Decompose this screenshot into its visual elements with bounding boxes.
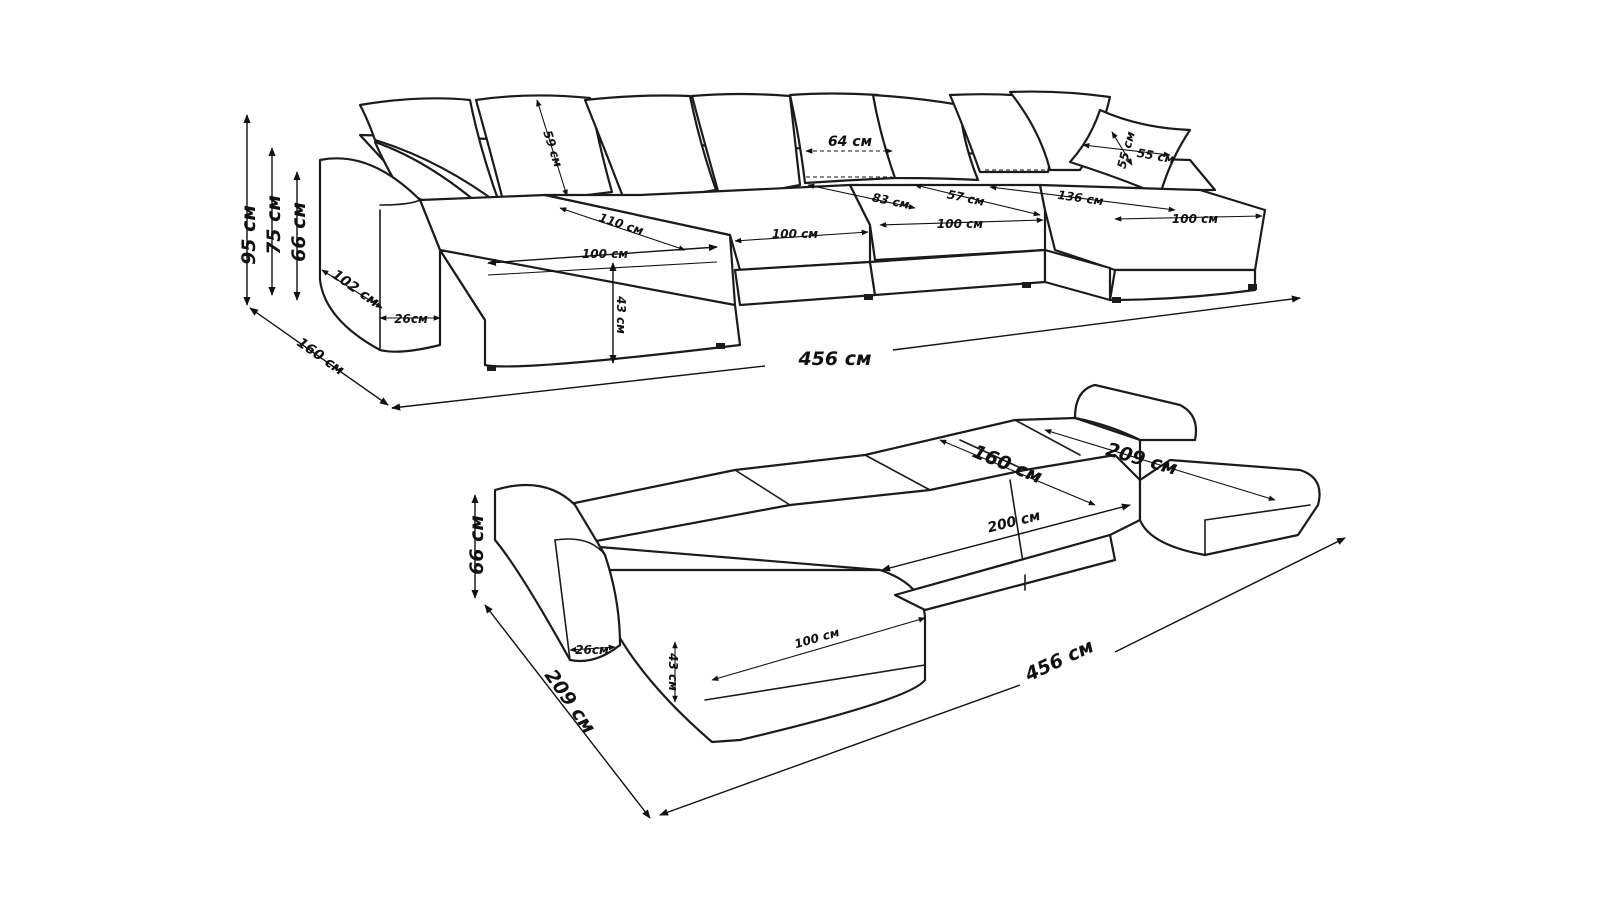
label-bed-seat-height: 43 см [666, 652, 680, 691]
label-height-total: 95 см [238, 205, 260, 265]
label-small-pillow-b: 55 см [1136, 146, 1176, 166]
label-bed-total-length: 456 см [1021, 635, 1097, 686]
sofa-assembled [318, 90, 1267, 371]
label-depth: 160 см [294, 335, 347, 379]
sofa-leg [1248, 284, 1257, 290]
sofa-leg [487, 365, 496, 371]
label-seat-third: 100 см [937, 217, 983, 231]
sofa-leg [1112, 297, 1121, 303]
top-dimensions [243, 99, 1301, 411]
label-corner-length: 136 см [1057, 188, 1105, 208]
bottom-dimensions [471, 429, 1346, 819]
sofa-leg [716, 343, 725, 349]
label-bed-depth: 209 см [540, 665, 600, 737]
label-seat-height: 43 см [614, 295, 628, 334]
label-seat-mid: 100 см [772, 227, 818, 241]
label-pillow-width: 64 см [828, 134, 872, 150]
sofa-leg [1022, 282, 1031, 288]
sofa-leg [864, 294, 873, 300]
label-seat-left: 100 см [582, 247, 628, 261]
sofa-base [438, 248, 1257, 368]
label-arm-width: 26см [394, 312, 428, 326]
label-seat-right: 100 см [1172, 212, 1218, 226]
label-height-arm: 66 см [288, 202, 310, 262]
label-bed-height-arm: 66 см [466, 515, 488, 575]
label-bed-arm-width: 26см [575, 643, 609, 657]
label-height-back: 75 см [263, 195, 285, 255]
label-total-length: 456 см [797, 348, 871, 370]
